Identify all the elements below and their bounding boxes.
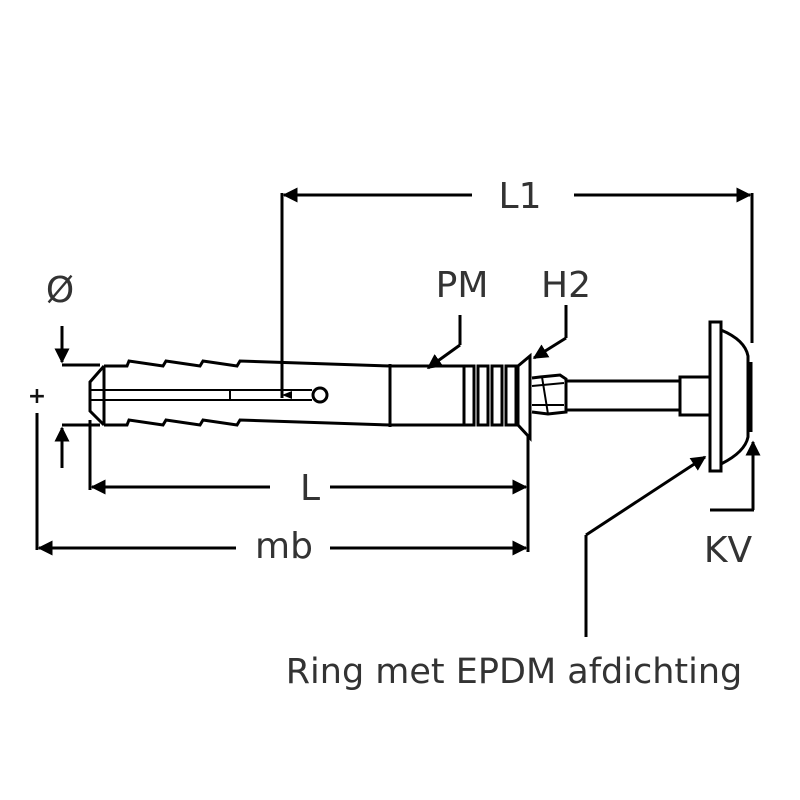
washer-ring <box>708 320 723 473</box>
nut-outline <box>531 373 568 416</box>
rib <box>504 364 518 427</box>
label-ring: Ring met EPDM afdichting <box>286 652 743 692</box>
rib <box>490 364 504 427</box>
epdm-dome <box>720 328 750 466</box>
label-plus: + <box>28 384 46 409</box>
dimension-diameter: Ø <box>46 270 100 468</box>
pm-callout: PM <box>426 265 489 370</box>
dimension-l1: L1 <box>280 176 754 398</box>
nut-edge <box>541 376 549 415</box>
l1-slot-marker <box>282 391 292 399</box>
dimension-l: L <box>90 468 528 509</box>
ring-callout: Ring met EPDM afdichting <box>286 455 743 692</box>
shaft-collar <box>678 375 712 417</box>
h2-leader-arrow <box>532 336 567 360</box>
pm-leader-arrow <box>426 343 461 370</box>
plug-nose <box>88 365 106 427</box>
rib <box>476 364 490 427</box>
ribbed-section <box>462 364 518 427</box>
kv-callout: KV <box>704 440 761 571</box>
label-diameter: Ø <box>46 270 74 311</box>
countersunk-head <box>516 352 532 442</box>
screw-nut <box>531 373 568 416</box>
ring-leader-arrow <box>585 455 707 537</box>
h2-callout: H2 <box>532 265 591 360</box>
label-mb: mb <box>255 526 313 567</box>
dimension-mb: mb <box>37 526 528 567</box>
shaft <box>566 375 712 417</box>
label-kv: KV <box>704 530 753 571</box>
plug-top-edge <box>104 359 391 368</box>
sealing-washer <box>708 320 753 473</box>
rib <box>462 364 476 427</box>
plug-bottom-edge <box>104 418 391 427</box>
collar <box>388 364 466 427</box>
nut-line-top <box>531 382 565 387</box>
slot-end-hole <box>311 386 329 404</box>
label-l1: L1 <box>499 176 542 217</box>
label-h2: H2 <box>541 265 591 306</box>
label-l: L <box>300 468 320 509</box>
plug-body <box>88 359 466 427</box>
label-pm: PM <box>436 265 489 306</box>
